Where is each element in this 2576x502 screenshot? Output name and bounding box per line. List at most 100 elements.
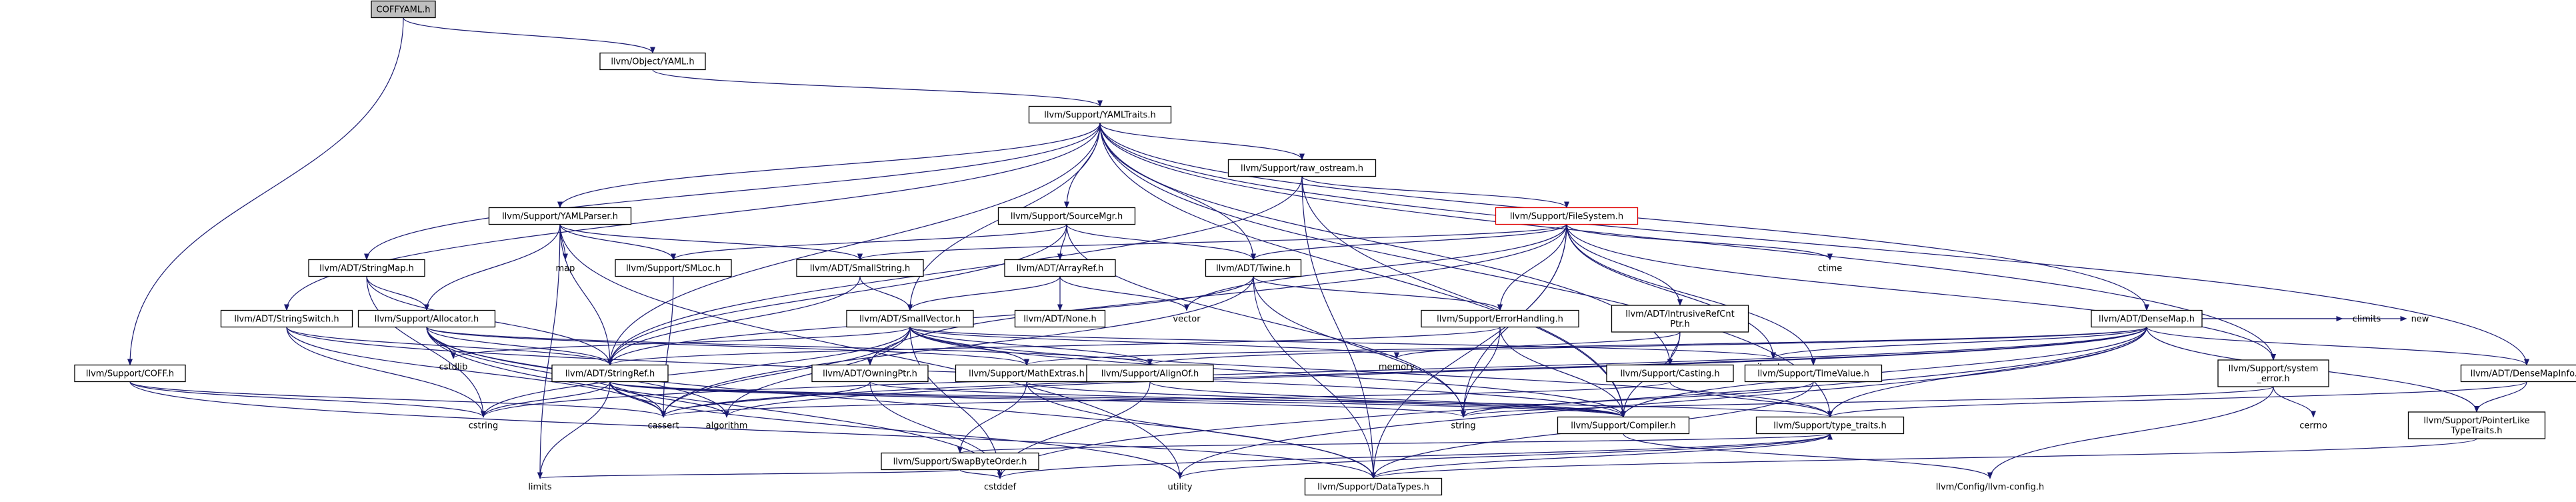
node-label: llvm/Object/YAML.h bbox=[611, 57, 694, 67]
edge-coff-to-cstring bbox=[129, 381, 486, 418]
node-yamltraits[interactable]: llvm/Support/YAMLTraits.h bbox=[1028, 105, 1172, 124]
edge-yamlparser-to-allocator bbox=[424, 224, 561, 311]
node-box bbox=[846, 309, 974, 328]
edge-yamltraits-to-twine bbox=[1099, 123, 1256, 261]
node-twine[interactable]: llvm/ADT/Twine.h bbox=[1205, 259, 1302, 277]
node-layer: COFFYAML.h llvm/Object/YAML.h llvm/Support… bbox=[74, 0, 2576, 496]
node-label: llvm/Support/YAMLTraits.h bbox=[1044, 111, 1155, 121]
edge-yamltraits-to-densemapinfo bbox=[1099, 123, 2529, 366]
node-densemapinfo[interactable]: llvm/ADT/DenseMapInfo.h bbox=[2460, 364, 2576, 383]
node-casting[interactable]: llvm/Support/Casting.h bbox=[1606, 364, 1734, 383]
node-systemerror[interactable]: llvm/Support/system_error.h bbox=[2217, 359, 2329, 387]
edge-arrayref-to-smallvector bbox=[907, 276, 1061, 311]
node-smallvector[interactable]: llvm/ADT/SmallVector.h bbox=[846, 309, 974, 328]
node-coffyaml[interactable]: COFFYAML.h bbox=[371, 0, 436, 19]
edge-casting-to-typetraits bbox=[1669, 381, 1833, 418]
edge-smallvector-to-cstring bbox=[481, 327, 911, 418]
edge-filesystem-to-smallstring bbox=[857, 223, 1567, 261]
node-stringswitch[interactable]: llvm/ADT/StringSwitch.h bbox=[220, 309, 353, 328]
edge-stringmap-to-cstring bbox=[366, 276, 486, 418]
edge-stringref-to-typetraits bbox=[609, 381, 1833, 418]
node-box bbox=[488, 207, 632, 225]
node-sourcemgr[interactable]: llvm/Support/SourceMgr.h bbox=[997, 207, 1136, 225]
node-cstring: cstring bbox=[469, 421, 498, 431]
node-datatypes[interactable]: llvm/Support/DataTypes.h bbox=[1304, 477, 1443, 496]
node-box bbox=[599, 52, 706, 71]
node-yamlparser[interactable]: llvm/Support/YAMLParser.h bbox=[488, 207, 632, 225]
node-rawostream[interactable]: llvm/Support/raw_ostream.h bbox=[1227, 159, 1377, 177]
edge-coffyaml-to-objyaml bbox=[403, 17, 655, 54]
node-box bbox=[881, 452, 1039, 471]
node-label: llvm/Support/YAMLParser.h bbox=[502, 212, 618, 222]
node-stringmap[interactable]: llvm/ADT/StringMap.h bbox=[308, 259, 425, 277]
edge-yamlparser-to-limits bbox=[537, 224, 561, 479]
node-box bbox=[1557, 416, 1690, 435]
node-mathextras[interactable]: llvm/Support/MathExtras.h bbox=[955, 364, 1099, 383]
node-climits: climits bbox=[2353, 315, 2381, 325]
edge-stringref-to-compiler bbox=[609, 381, 1626, 418]
node-box bbox=[796, 259, 924, 277]
node-box bbox=[357, 309, 496, 328]
edge-densemapinfo-to-typetraits bbox=[1827, 381, 2527, 418]
node-arrayref[interactable]: llvm/ADT/ArrayRef.h bbox=[1004, 259, 1116, 277]
edge-stringswitch-to-cstring bbox=[286, 327, 486, 418]
node-label: COFFYAML.h bbox=[377, 5, 431, 15]
node-none[interactable]: llvm/ADT/None.h bbox=[1014, 309, 1106, 328]
node-smallstring[interactable]: llvm/ADT/SmallString.h bbox=[796, 259, 924, 277]
node-timevalue[interactable]: llvm/Support/TimeValue.h bbox=[1744, 364, 1883, 383]
edge-intrusiveref-to-memory bbox=[1394, 331, 1681, 359]
node-label: string bbox=[1451, 421, 1475, 431]
edge-densemap-to-iterator bbox=[1771, 326, 2147, 359]
edge-swapbyteorder-to-limits bbox=[537, 469, 961, 479]
node-errorhandling[interactable]: llvm/Support/ErrorHandling.h bbox=[1421, 309, 1579, 328]
node-owningptr[interactable]: llvm/ADT/OwningPtr.h bbox=[811, 364, 929, 383]
node-label: llvm/ADT/StringSwitch.h bbox=[234, 315, 339, 325]
node-box bbox=[1014, 309, 1106, 328]
edge-sourcemgr-to-twine bbox=[1066, 224, 1256, 261]
edge-densemap-to-densemapinfo bbox=[2146, 326, 2529, 366]
node-smloc[interactable]: llvm/Support/SMLoc.h bbox=[615, 259, 732, 277]
node-label: memory bbox=[1379, 363, 1415, 373]
node-algorithm: algorithm bbox=[706, 421, 748, 431]
edge-stringref-to-utility bbox=[609, 381, 1183, 479]
node-compiler[interactable]: llvm/Support/Compiler.h bbox=[1557, 416, 1690, 435]
edge-coff-to-cassert bbox=[129, 381, 666, 418]
edge-rawostream-to-compiler bbox=[1301, 176, 1626, 418]
edge-densemapinfo-to-pointerlike bbox=[2474, 381, 2527, 413]
edge-intrusiveref-to-casting bbox=[1667, 331, 1681, 366]
node-label: cassert bbox=[647, 421, 679, 431]
edge-mathextras-to-datatypes bbox=[1026, 381, 1376, 479]
node-label: llvm/Support/TimeValue.h bbox=[1757, 369, 1869, 379]
edge-swapbyteorder-to-typetraits bbox=[959, 433, 1833, 454]
edge-smallstring-to-stringref bbox=[607, 276, 861, 366]
edge-filesystem-to-iterator bbox=[1566, 224, 1776, 359]
edge-yamlparser-to-smallstring bbox=[559, 224, 863, 261]
edge-mathextras-to-compiler bbox=[1026, 381, 1626, 418]
edge-stringref-to-string bbox=[609, 381, 1466, 418]
node-alignof[interactable]: llvm/Support/AlignOf.h bbox=[1086, 364, 1214, 383]
node-label: llvm/Config/llvm-config.h bbox=[1936, 483, 2044, 493]
node-coff[interactable]: llvm/Support/COFF.h bbox=[74, 364, 186, 383]
edge-stringref-to-algorithm bbox=[609, 381, 729, 418]
node-typetraits[interactable]: llvm/Support/type_traits.h bbox=[1755, 416, 1905, 435]
node-label: llvm/Support/AlignOf.h bbox=[1101, 369, 1199, 379]
node-objyaml[interactable]: llvm/Object/YAML.h bbox=[599, 52, 706, 71]
node-stringref[interactable]: llvm/ADT/StringRef.h bbox=[551, 364, 669, 383]
node-box bbox=[955, 364, 1099, 383]
node-filesystem[interactable]: llvm/Support/FileSystem.h bbox=[1495, 207, 1639, 225]
node-densemap[interactable]: llvm/ADT/DenseMap.h bbox=[2091, 309, 2203, 328]
node-vector: vector bbox=[1173, 315, 1201, 325]
node-allocator[interactable]: llvm/Support/Allocator.h bbox=[357, 309, 496, 328]
node-box bbox=[2091, 309, 2203, 328]
node-map: map bbox=[556, 264, 575, 274]
node-label: ctime bbox=[1818, 264, 1843, 274]
node-label: algorithm bbox=[706, 421, 748, 431]
edge-smallvector-to-typetraits bbox=[909, 327, 1833, 418]
node-label: llvm/Support/FileSystem.h bbox=[1510, 212, 1623, 222]
edge-typetraits-to-cstddef bbox=[997, 433, 1831, 479]
node-swapbyteorder[interactable]: llvm/Support/SwapByteOrder.h bbox=[881, 452, 1039, 471]
edge-arrayref-to-vector bbox=[1059, 276, 1189, 311]
